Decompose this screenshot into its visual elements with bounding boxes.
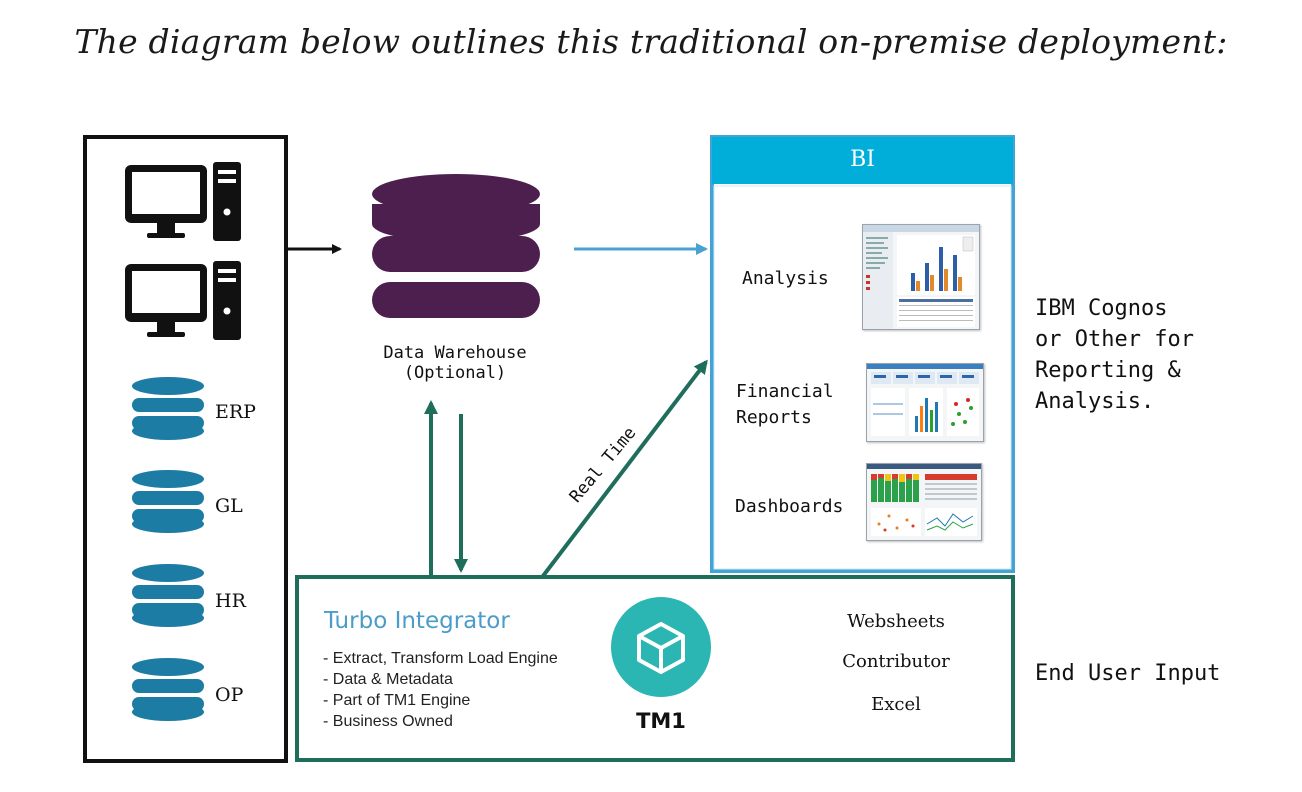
analysis-screenshot <box>862 224 980 330</box>
bi-item-label: Dashboards <box>735 496 844 517</box>
page-heading: The diagram below outlines this traditio… <box>74 22 1228 61</box>
bi-item-label: Financial <box>736 381 834 402</box>
input-websheets: Websheets <box>847 611 945 632</box>
warehouse-label: Data Warehouse (Optional) <box>355 343 555 383</box>
bi-item-label: Analysis <box>742 268 829 289</box>
feature-item: - Part of TM1 Engine <box>323 692 471 709</box>
database-icon <box>132 658 204 721</box>
realtime-arrow <box>541 359 708 578</box>
bi-item-label: Reports <box>736 407 812 428</box>
database-icon <box>132 377 204 440</box>
feature-item: - Business Owned <box>323 713 453 730</box>
tm1-label: TM1 <box>636 709 686 733</box>
sources-frame <box>83 135 288 763</box>
bi-item-analysis: Analysis <box>742 266 829 292</box>
warehouse-label-line1: Data Warehouse <box>383 343 527 363</box>
turbo-integrator-features: - Extract, Transform Load Engine - Data … <box>323 648 558 732</box>
reporting-tool-label: IBM Cognos or Other for Reporting & Anal… <box>1035 293 1194 417</box>
reporting-tool-line: IBM Cognos <box>1035 296 1168 321</box>
turbo-integrator-title: Turbo Integrator <box>324 608 510 634</box>
reporting-tool-line: Analysis. <box>1035 389 1155 414</box>
warehouse-label-line2: (Optional) <box>403 363 507 383</box>
bi-header <box>712 137 1013 184</box>
end-user-input-label: End User Input <box>1035 661 1221 686</box>
source-label-erp: ERP <box>215 401 256 423</box>
bi-title: BI <box>850 147 875 172</box>
bi-item-dashboards: Dashboards <box>735 494 843 520</box>
desktop-computer-icon <box>125 162 241 340</box>
source-label-op: OP <box>215 684 244 706</box>
source-label-hr: HR <box>215 590 246 612</box>
financial-reports-screenshot <box>866 363 984 442</box>
input-excel: Excel <box>871 694 921 715</box>
bi-item-financial-reports: Financial Reports <box>736 379 834 431</box>
database-icon <box>372 174 540 318</box>
input-contributor: Contributor <box>842 651 950 672</box>
cube-icon <box>637 622 685 674</box>
database-icon <box>132 470 204 533</box>
feature-item: - Data & Metadata <box>323 671 453 688</box>
source-label-gl: GL <box>215 495 243 517</box>
reporting-tool-line: Reporting & <box>1035 358 1181 383</box>
database-icon <box>132 564 204 627</box>
feature-item: - Extract, Transform Load Engine <box>323 650 558 667</box>
dashboards-screenshot <box>866 463 982 541</box>
reporting-tool-line: or Other for <box>1035 327 1194 352</box>
